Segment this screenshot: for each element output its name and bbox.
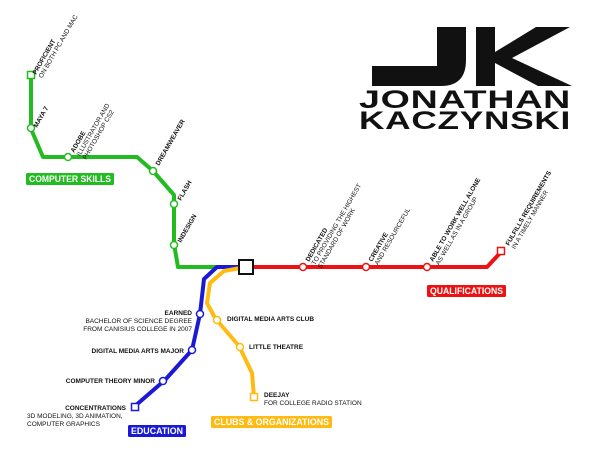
logo-first-name: JONATHAN xyxy=(359,86,571,114)
svg-text:ON BOTH PC AND MAC: ON BOTH PC AND MAC xyxy=(38,13,80,79)
station-label-concentrations: CONCENTRATIONS 3D MODELING, 3D ANIMATION… xyxy=(27,405,127,428)
station-marker-dma-club xyxy=(212,315,222,325)
svg-text:FOR COLLEGE RADIO STATION: FOR COLLEGE RADIO STATION xyxy=(264,400,362,407)
svg-text:EDUCATION: EDUCATION xyxy=(131,426,183,436)
svg-text:AS WELL AS IN A GROUP: AS WELL AS IN A GROUP xyxy=(435,196,480,267)
logo: JONATHAN KACZYNSKI xyxy=(359,27,572,135)
station-marker-dma-major xyxy=(187,345,197,355)
station-marker-earned xyxy=(195,309,205,319)
svg-text:ABLE TO WORK WELL ALONE: ABLE TO WORK WELL ALONE xyxy=(429,176,483,263)
svg-text:FLASH: FLASH xyxy=(177,179,194,202)
svg-text:MAYA 7: MAYA 7 xyxy=(33,105,51,129)
clubs-line xyxy=(205,265,256,398)
station-marker-indesign xyxy=(169,240,179,250)
hub-interchange xyxy=(238,259,254,275)
jk-monogram xyxy=(372,27,572,86)
svg-text:COMPUTER SKILLS: COMPUTER SKILLS xyxy=(29,174,111,184)
svg-text:QUALIFICATIONS: QUALIFICATIONS xyxy=(430,286,503,296)
svg-text:CLUBS & ORGANIZATIONS: CLUBS & ORGANIZATIONS xyxy=(214,417,329,427)
station-label-dma-club: DIGITAL MEDIA ARTS CLUB xyxy=(227,316,314,323)
station-label-theory-minor: COMPUTER THEORY MINOR xyxy=(66,378,156,385)
station-label-earned: EARNED BACHELOR OF SCIENCE DEGREE FROM C… xyxy=(83,310,192,333)
station-label-dreamweaver: DREAMWEAVER xyxy=(155,118,187,167)
svg-text:FROM CANISIUS COLLEGE IN 2007: FROM CANISIUS COLLEGE IN 2007 xyxy=(83,326,192,333)
svg-text:CONCENTRATIONS: CONCENTRATIONS xyxy=(65,405,127,412)
computer-skills-badge: COMPUTER SKILLS xyxy=(26,173,114,185)
svg-text:3D MODELING, 3D ANIMATION,: 3D MODELING, 3D ANIMATION, xyxy=(27,413,123,420)
station-marker-creative xyxy=(361,262,371,272)
station-marker-dreamweaver xyxy=(148,166,158,176)
station-marker-dedicated xyxy=(298,262,308,272)
station-label-dma-major: DIGITAL MEDIA ARTS MAJOR xyxy=(92,348,185,355)
station-marker-fulfills xyxy=(496,246,506,256)
svg-text:AND RESOURCEFUL: AND RESOURCEFUL xyxy=(374,207,413,267)
logo-last-name: KACZYNSKI xyxy=(359,107,571,135)
qualifications-badge: QUALIFICATIONS xyxy=(427,285,506,297)
station-label-maya: MAYA 7 xyxy=(33,105,51,129)
clubs-badge: CLUBS & ORGANIZATIONS xyxy=(211,416,332,428)
svg-text:EARNED: EARNED xyxy=(165,310,193,317)
computer-skills-line xyxy=(29,76,246,269)
station-label-proficient: PROFICIENT ON BOTH PC AND MAC xyxy=(32,13,80,79)
station-label-creative: CREATIVE AND RESOURCEFUL xyxy=(368,207,413,267)
svg-text:BACHELOR OF SCIENCE DEGREE: BACHELOR OF SCIENCE DEGREE xyxy=(85,318,192,325)
station-marker-deejay xyxy=(249,392,259,402)
svg-text:DEEJAY: DEEJAY xyxy=(264,392,290,399)
svg-text:FULFILLS REQUIREMENTS: FULFILLS REQUIREMENTS xyxy=(505,169,554,247)
station-label-dedicated: DEDICATED TO PROVIDING THE HIGHEST STAND… xyxy=(305,183,363,270)
station-label-indesign: INDESIGN xyxy=(177,213,199,244)
station-marker-flash xyxy=(169,199,179,209)
station-marker-little-theatre xyxy=(235,342,245,352)
station-label-flash: FLASH xyxy=(177,179,194,202)
station-label-able: ABLE TO WORK WELL ALONE AS WELL AS IN A … xyxy=(429,176,483,267)
qualifications-line xyxy=(246,250,503,269)
station-label-little-theatre: LITTLE THEATRE xyxy=(249,344,304,351)
station-marker-concentrations xyxy=(130,402,140,412)
station-label-deejay: DEEJAY FOR COLLEGE RADIO STATION xyxy=(264,392,362,407)
education-badge: EDUCATION xyxy=(128,425,186,437)
svg-text:TO PROVIDING THE HIGHEST: TO PROVIDING THE HIGHEST xyxy=(311,183,363,267)
svg-text:COMPUTER GRAPHICS: COMPUTER GRAPHICS xyxy=(27,421,101,428)
station-marker-able xyxy=(422,262,432,272)
svg-text:DREAMWEAVER: DREAMWEAVER xyxy=(155,118,187,167)
station-marker-theory-minor xyxy=(158,376,168,386)
station-marker-adobe xyxy=(63,152,73,162)
station-marker-maya xyxy=(26,123,36,133)
station-label-adobe: ADOBE ILLUSTRATOR AND PHOTOSHOP CS2 xyxy=(70,102,116,161)
station-label-fulfills: FULFILLS REQUIREMENTS IN A TIMELY MANNER xyxy=(505,169,554,250)
svg-text:INDESIGN: INDESIGN xyxy=(177,213,199,244)
station-marker-proficient xyxy=(26,70,36,80)
